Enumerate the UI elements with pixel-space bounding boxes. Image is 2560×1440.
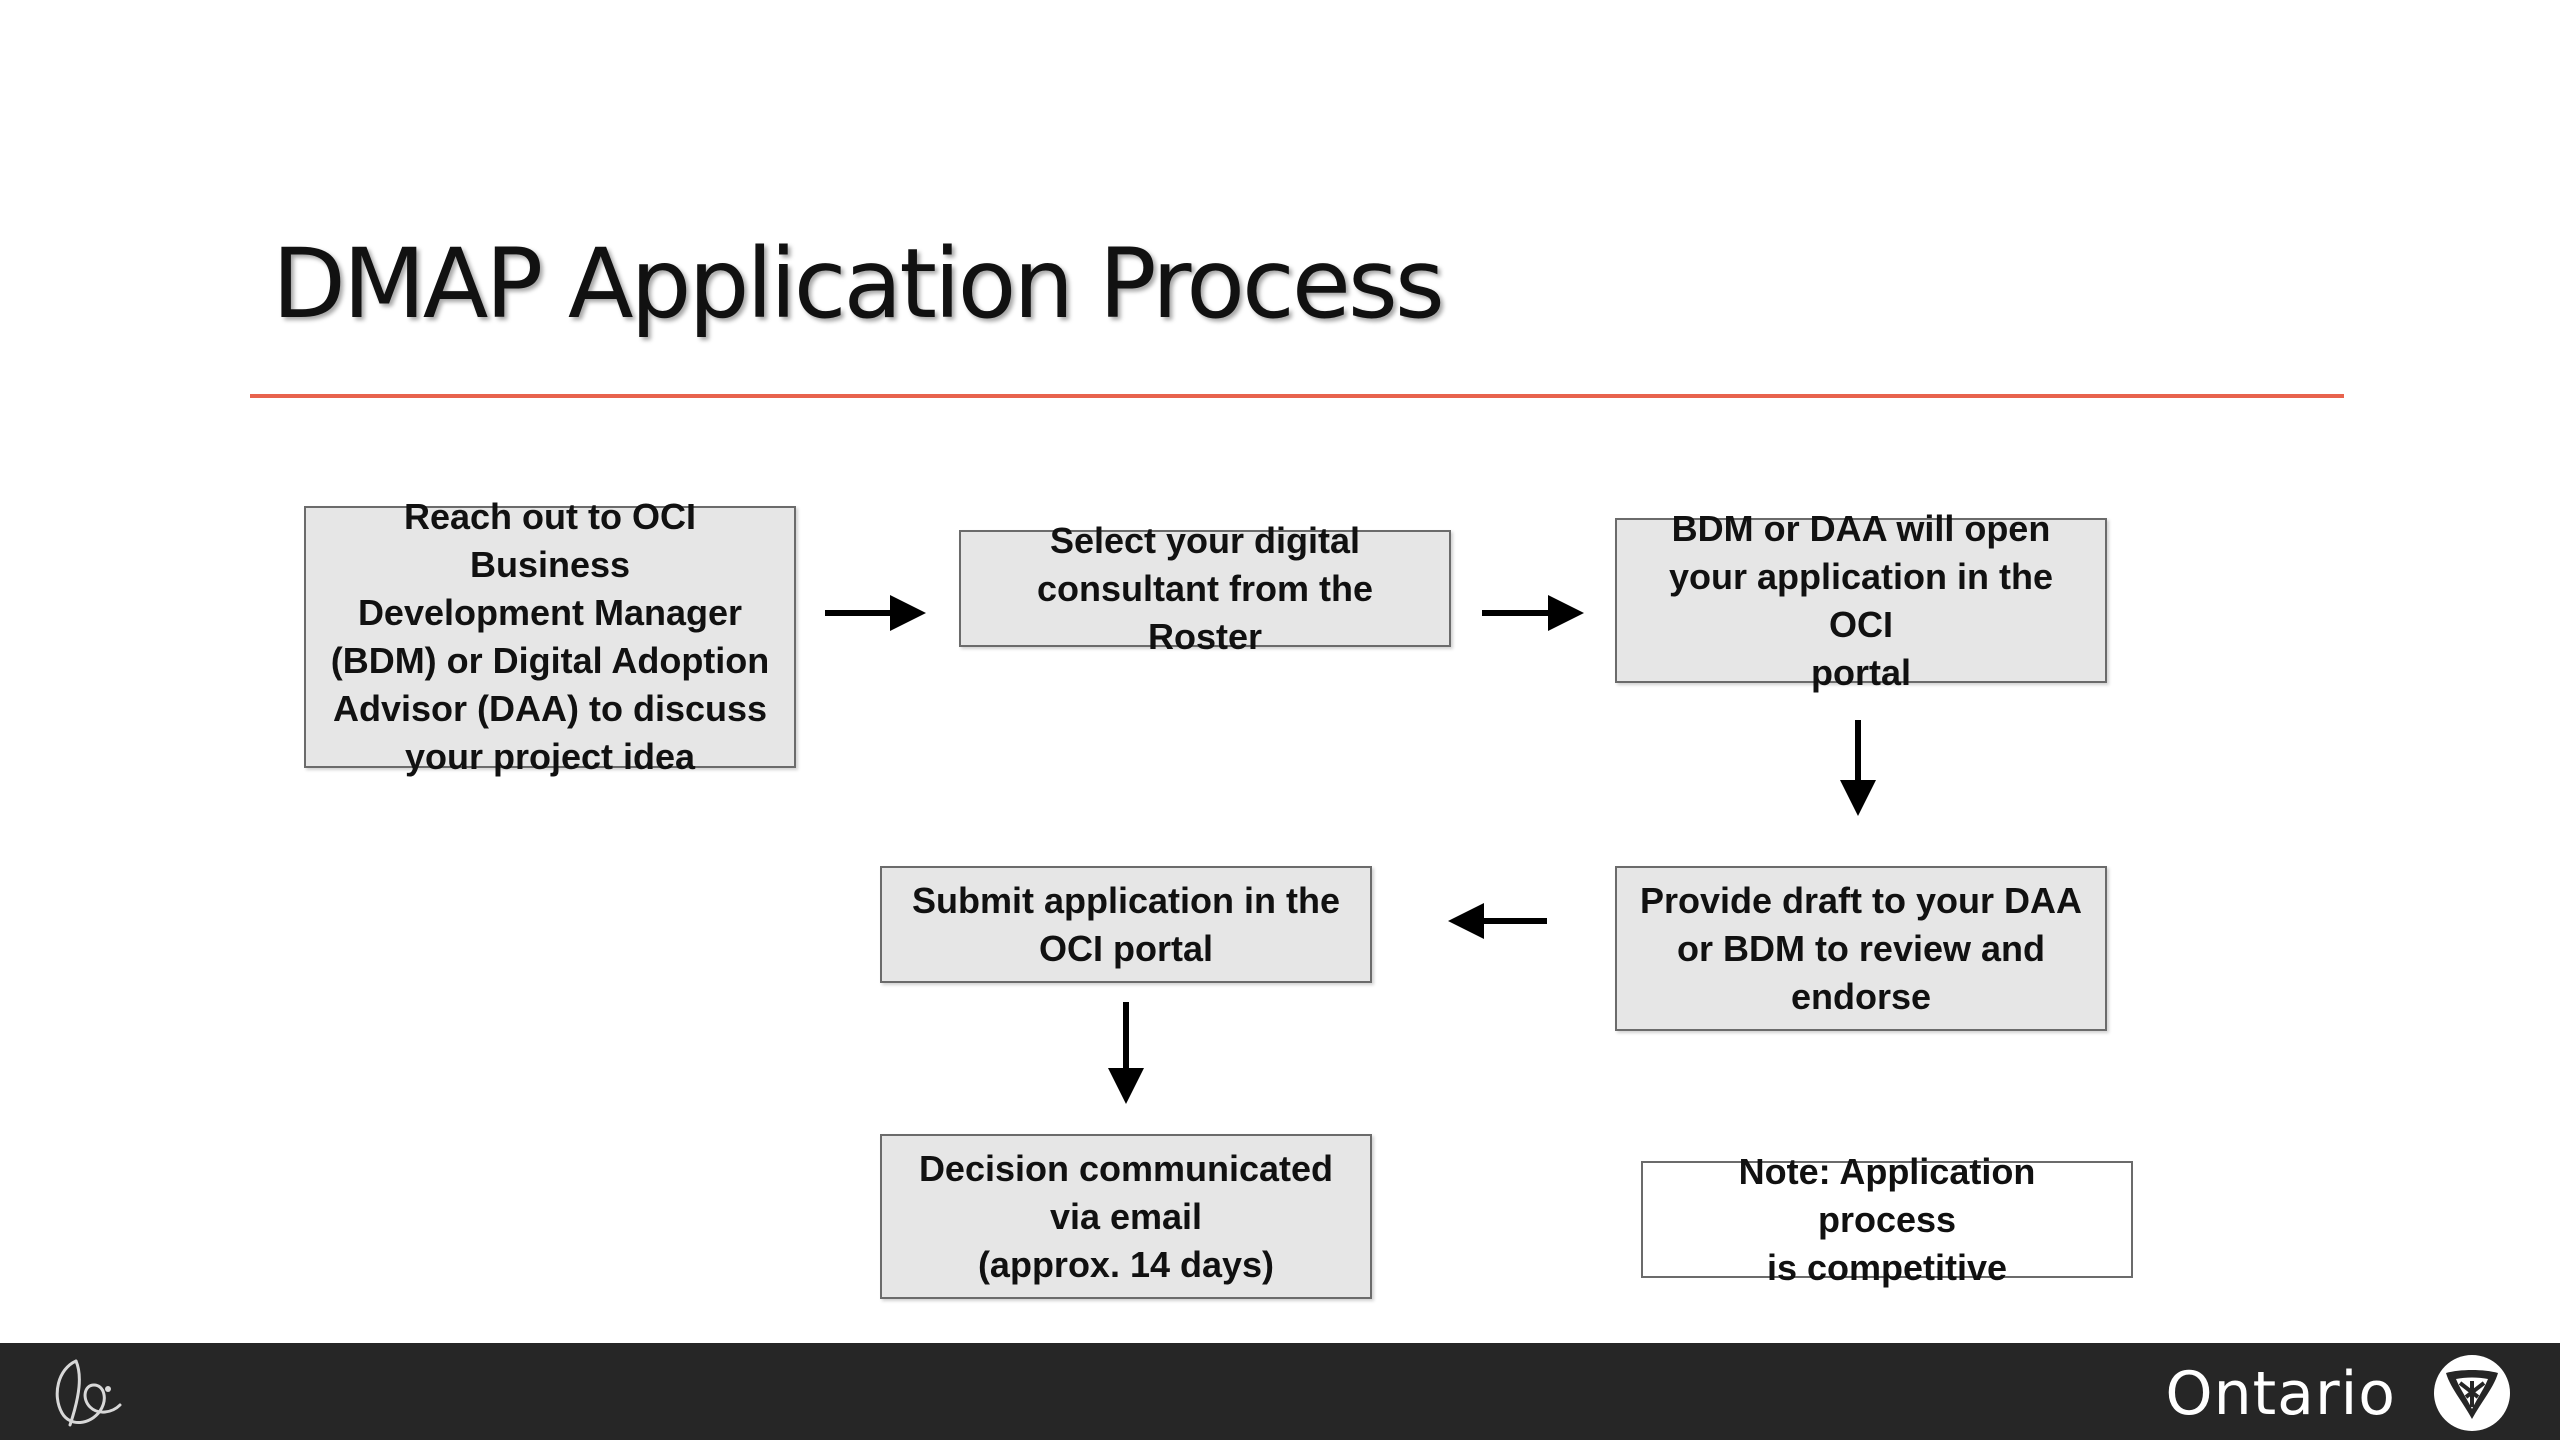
- step-open-application: BDM or DAA will open your application in…: [1615, 508, 2107, 693]
- step-submit-application: Submit application in the OCI portal: [880, 866, 1372, 983]
- footer-bar: Ontario: [0, 1343, 2560, 1440]
- step-decision: Decision communicated via email (approx.…: [880, 1134, 1372, 1299]
- note-box: Note: Application process is competitive: [1641, 1151, 2133, 1288]
- step-reach-out: Reach out to OCI Business Development Ma…: [304, 496, 796, 777]
- step-provide-draft: Provide draft to your DAA or BDM to revi…: [1615, 866, 2107, 1031]
- title-underline: [250, 394, 2344, 398]
- step-select-consultant: Select your digital consultant from the …: [959, 520, 1451, 657]
- signature-mark-icon: [55, 1359, 122, 1427]
- ontario-trillium-logo-icon: [2434, 1355, 2510, 1431]
- ontario-wordmark: Ontario: [2165, 1359, 2396, 1429]
- slide-title: DMAP Application Process: [272, 228, 1445, 340]
